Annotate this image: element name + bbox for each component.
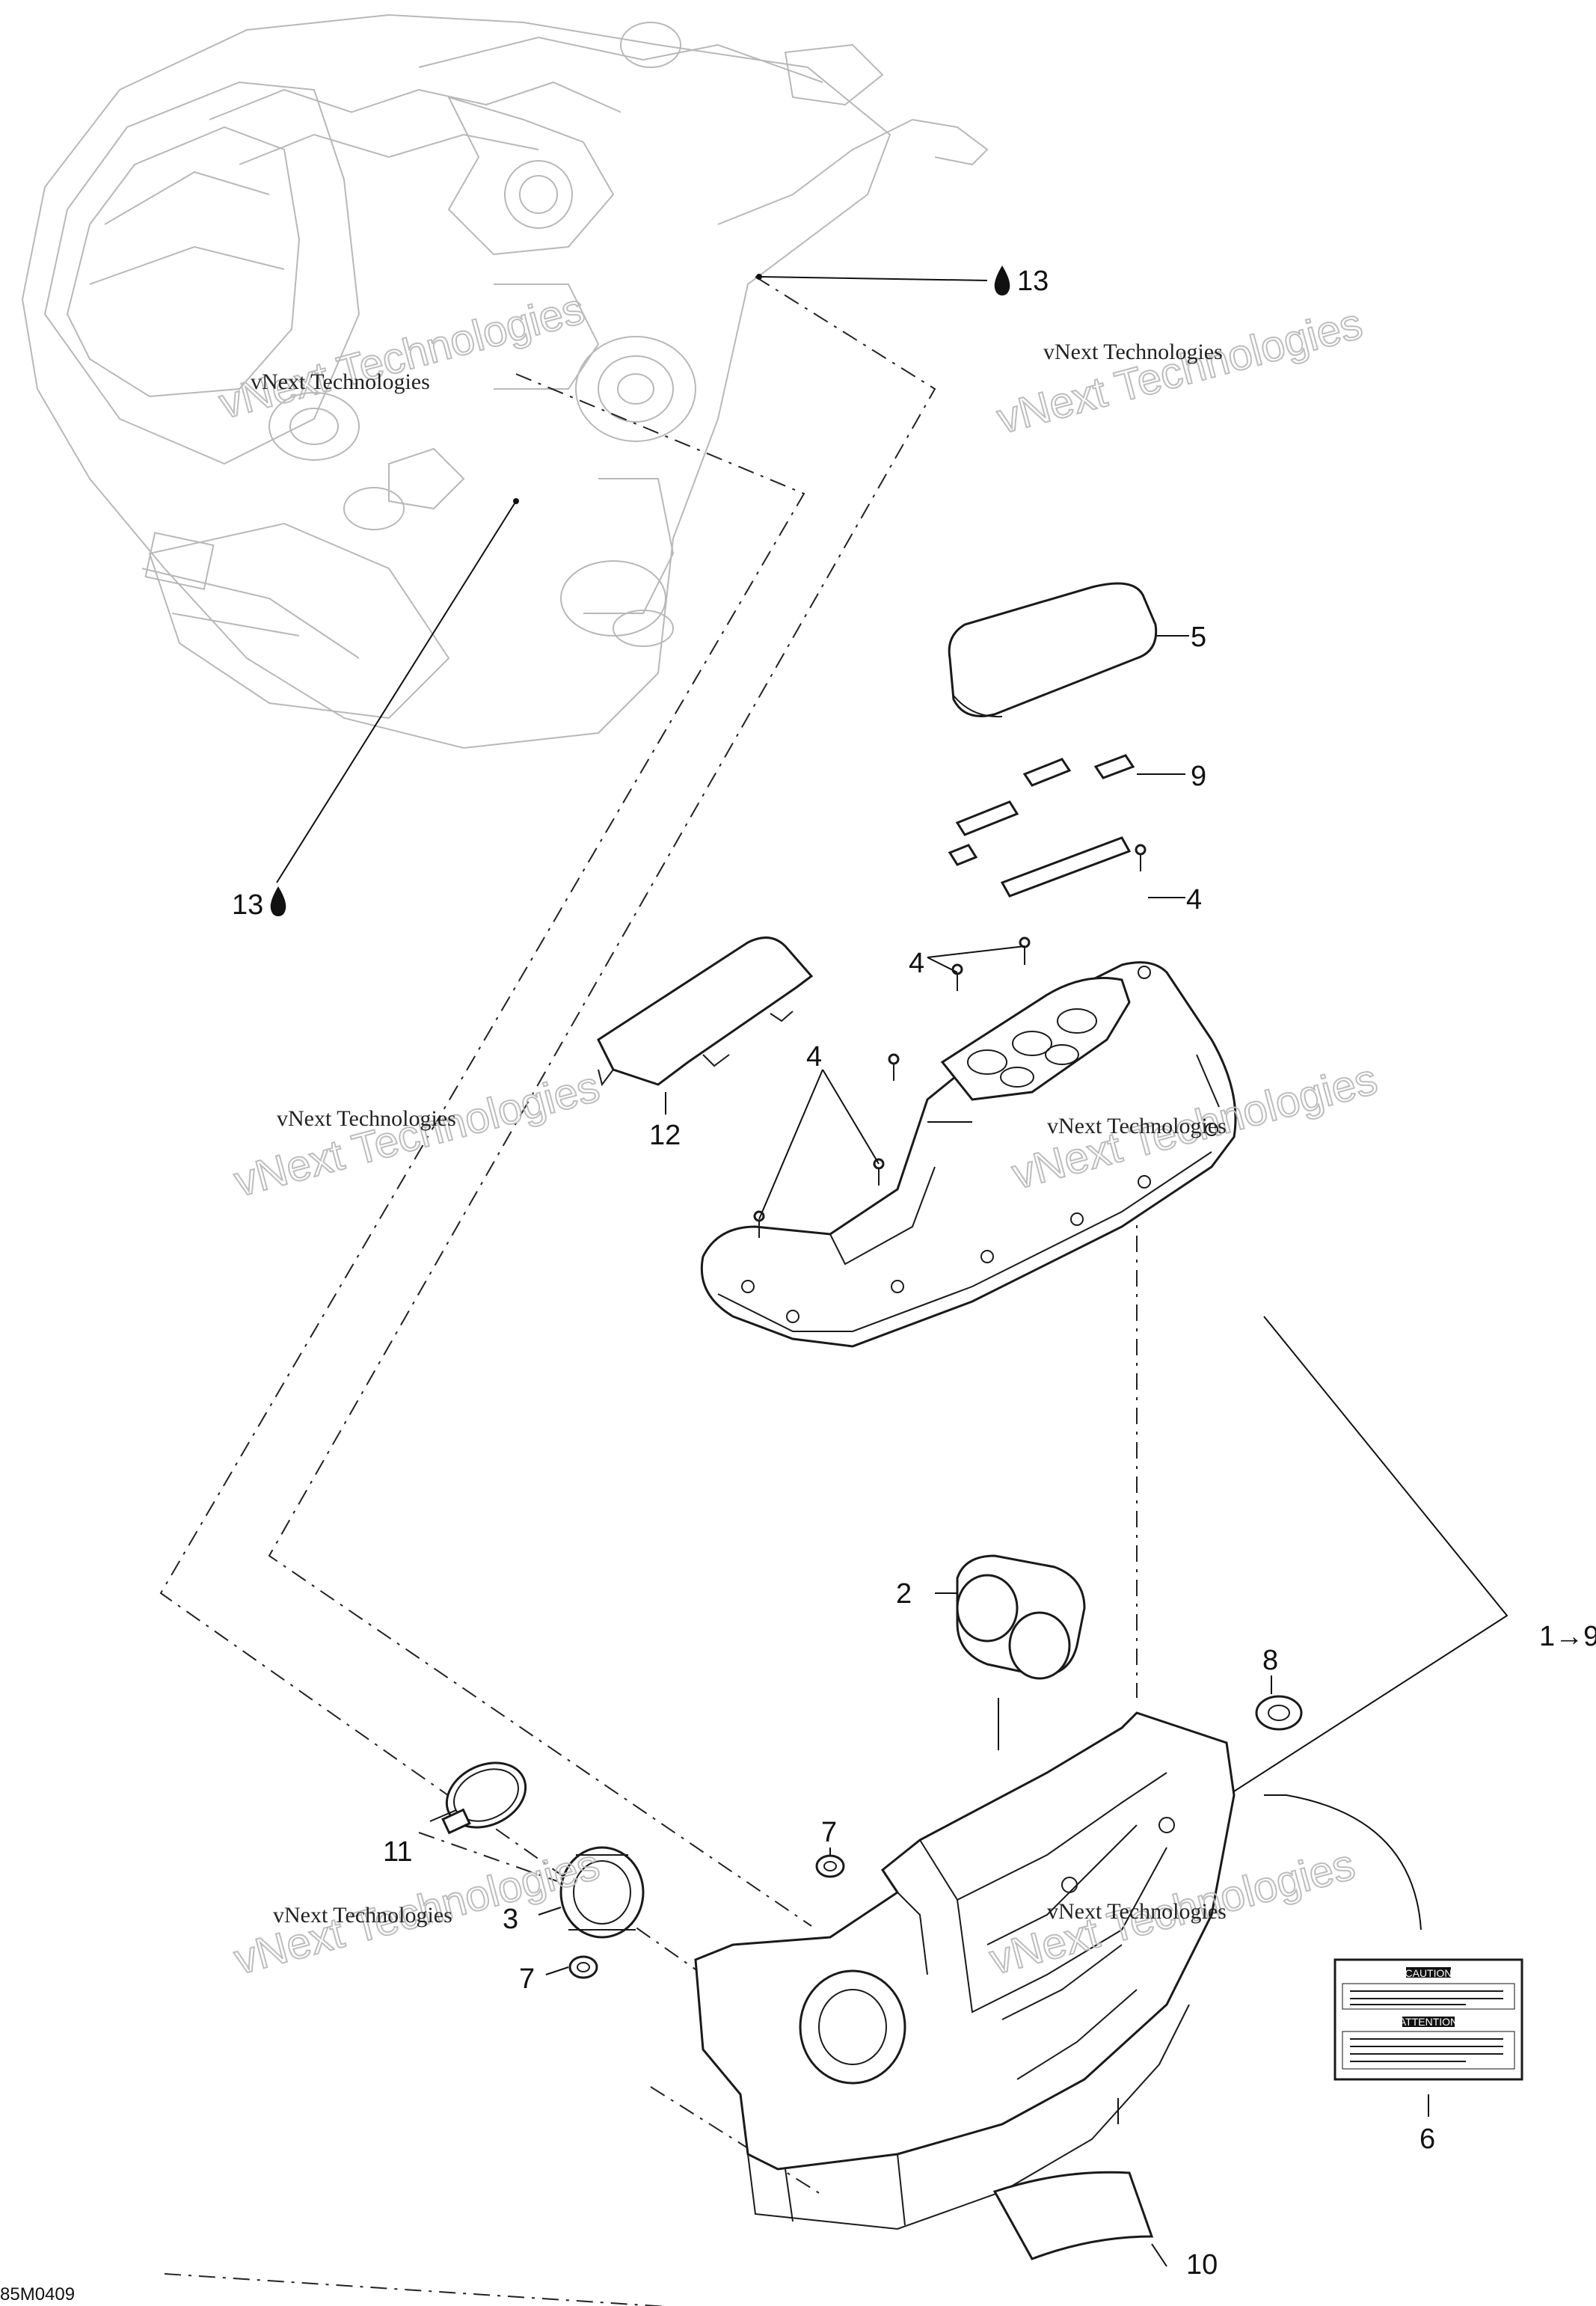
callout-10: 10 xyxy=(1186,2249,1218,2281)
part-7-grommets xyxy=(568,1854,845,1979)
drawing-reference-number: 85M0409 xyxy=(0,2284,75,2305)
callout-8: 8 xyxy=(1262,1645,1278,1676)
part-8-grommet xyxy=(1255,1695,1303,1731)
callout-7-lower: 7 xyxy=(519,1963,535,1995)
watermark-small-1: vNext Technologies xyxy=(251,369,430,394)
watermark-big-2: vNext Technologies xyxy=(992,299,1368,444)
callout-13-top: 13 xyxy=(1017,266,1049,297)
decal-caution-title: CAUTION xyxy=(1405,1967,1452,1979)
part-4-screws xyxy=(753,844,1147,1238)
part-11-clamp xyxy=(441,1761,527,1835)
callout-7-upper: 7 xyxy=(821,1817,837,1848)
oil-drop-icon xyxy=(994,266,1010,295)
callout-6: 6 xyxy=(1419,2123,1435,2155)
airbox-top-cover xyxy=(700,961,1237,1348)
part-3-inlet-sleeve xyxy=(559,1846,645,1939)
airbox-lower-housing xyxy=(694,1711,1236,2230)
assembly-dashed-lines xyxy=(159,276,1138,2306)
callout-12: 12 xyxy=(649,1120,681,1151)
watermark-small-6: vNext Technologies xyxy=(1047,1899,1227,1924)
callout-4-middle: 4 xyxy=(909,948,924,979)
callout-13-left: 13 xyxy=(232,889,263,921)
callout-4-left: 4 xyxy=(806,1041,822,1073)
callout-1-to-9: 1→9 xyxy=(1539,1621,1596,1652)
watermark-big-1: vNext Technologies xyxy=(215,284,590,429)
part-5-foam-pad xyxy=(948,582,1158,718)
part-12-access-cover xyxy=(597,936,814,1087)
callout-2: 2 xyxy=(896,1578,912,1610)
callout-5: 5 xyxy=(1191,622,1206,653)
part-10-foam-filter xyxy=(992,2171,1154,2260)
engine-illustration xyxy=(21,13,989,749)
leader-lines xyxy=(276,274,1508,2267)
oil-drop-icon xyxy=(270,886,286,916)
part-9-adhesive-strips xyxy=(948,754,1135,898)
watermark-small-5: vNext Technologies xyxy=(273,1903,452,1928)
watermark-small-2: vNext Technologies xyxy=(1043,340,1223,364)
part-2-double-sleeve xyxy=(956,1554,1086,1680)
callout-11: 11 xyxy=(383,1836,412,1868)
watermarks: vNext Technologies vNext Technologies vN… xyxy=(214,283,1384,1985)
callout-9: 9 xyxy=(1191,761,1206,792)
part-6-warning-decal: CAUTION ATTENTION xyxy=(1333,1958,1523,2081)
watermark-small-4: vNext Technologies xyxy=(1047,1114,1227,1138)
watermark-small-3: vNext Technologies xyxy=(277,1106,456,1131)
watermark-big-3: vNext Technologies xyxy=(230,1062,605,1206)
decal-attention-title: ATTENTION xyxy=(1399,2016,1458,2028)
callout-numbers: 13 13 5 9 4 4 4 12 2 1→9 8 7 11 3 7 6 10 xyxy=(232,266,1596,2281)
callout-4-top: 4 xyxy=(1186,884,1202,916)
callout-3: 3 xyxy=(503,1904,518,1935)
